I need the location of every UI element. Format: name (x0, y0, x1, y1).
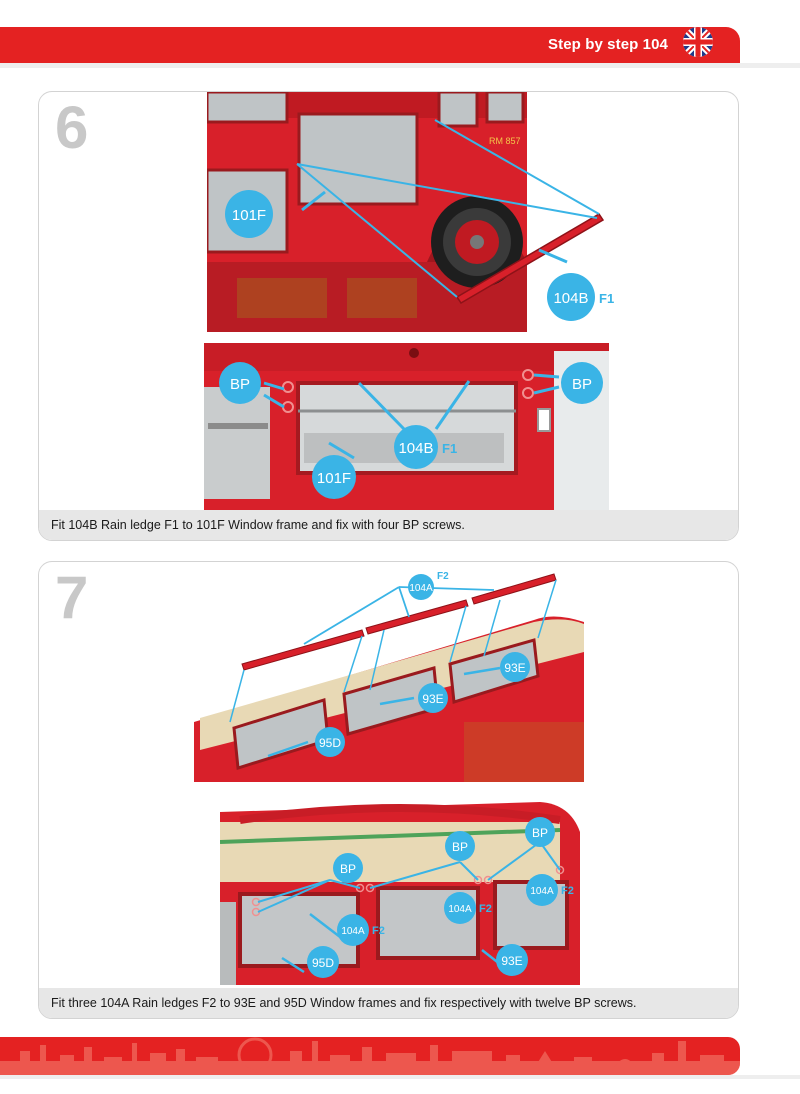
header-divider (0, 63, 800, 68)
step-number: 7 (55, 564, 89, 631)
header-bar: Step by step 104 (0, 27, 740, 63)
step-card-7: 7 104A F2 93E 93E 95D (38, 561, 739, 1019)
callout-93e-right: 93E (504, 661, 525, 675)
callout-104a-right: 104A (530, 886, 554, 897)
footer-divider (0, 1075, 800, 1079)
callout-104a-left: 104A (341, 926, 365, 937)
callout-bp-left: BP (340, 862, 356, 876)
step-number: 6 (55, 94, 89, 161)
callout-101f: 101F (232, 207, 266, 224)
callout-104b: 104B (553, 290, 588, 307)
callout-104a: 104A (409, 583, 433, 594)
callout-95d: 95D (319, 736, 341, 750)
callout-f1: F1 (442, 441, 457, 456)
callout-bp-middle: BP (452, 840, 468, 854)
step7-caption: Fit three 104A Rain ledges F2 to 93E and… (39, 988, 738, 1018)
london-skyline-icon (0, 1037, 740, 1075)
callout-f2-left: F2 (372, 925, 385, 937)
callout-f1: F1 (599, 291, 614, 306)
callout-95d: 95D (312, 956, 334, 970)
callout-93e-middle: 93E (422, 692, 443, 706)
callout-f2: F2 (437, 572, 449, 582)
registration-plate: RM 857 (489, 136, 521, 146)
step7-closeup-illustration: BP BP BP 104A F2 104A F2 104A F2 95D 93E (220, 802, 580, 985)
callout-101f: 101F (317, 470, 351, 487)
callout-bp-right: BP (572, 376, 592, 393)
uk-flag-icon (683, 27, 713, 57)
step7-upper-deck-illustration: 104A F2 93E 93E 95D (194, 572, 584, 782)
step6-bus-side-illustration: RM 857 101F 104B F1 (207, 92, 614, 332)
callout-104b: 104B (398, 440, 433, 457)
step6-caption: Fit 104B Rain ledge F1 to 101F Window fr… (39, 510, 738, 540)
callout-f2-middle: F2 (479, 903, 492, 915)
callout-104a-middle: 104A (448, 904, 472, 915)
callout-bp-right: BP (532, 826, 548, 840)
callout-bp-left: BP (230, 376, 250, 393)
page-title: Step by step 104 (548, 36, 668, 53)
callout-93e: 93E (501, 954, 522, 968)
step6-window-closeup-illustration: BP BP 104B F1 101F (204, 343, 609, 511)
step-card-6: 6 RM 857 101F 104B F1 (38, 91, 739, 541)
callout-f2-right: F2 (561, 885, 574, 897)
footer-bar (0, 1037, 740, 1075)
